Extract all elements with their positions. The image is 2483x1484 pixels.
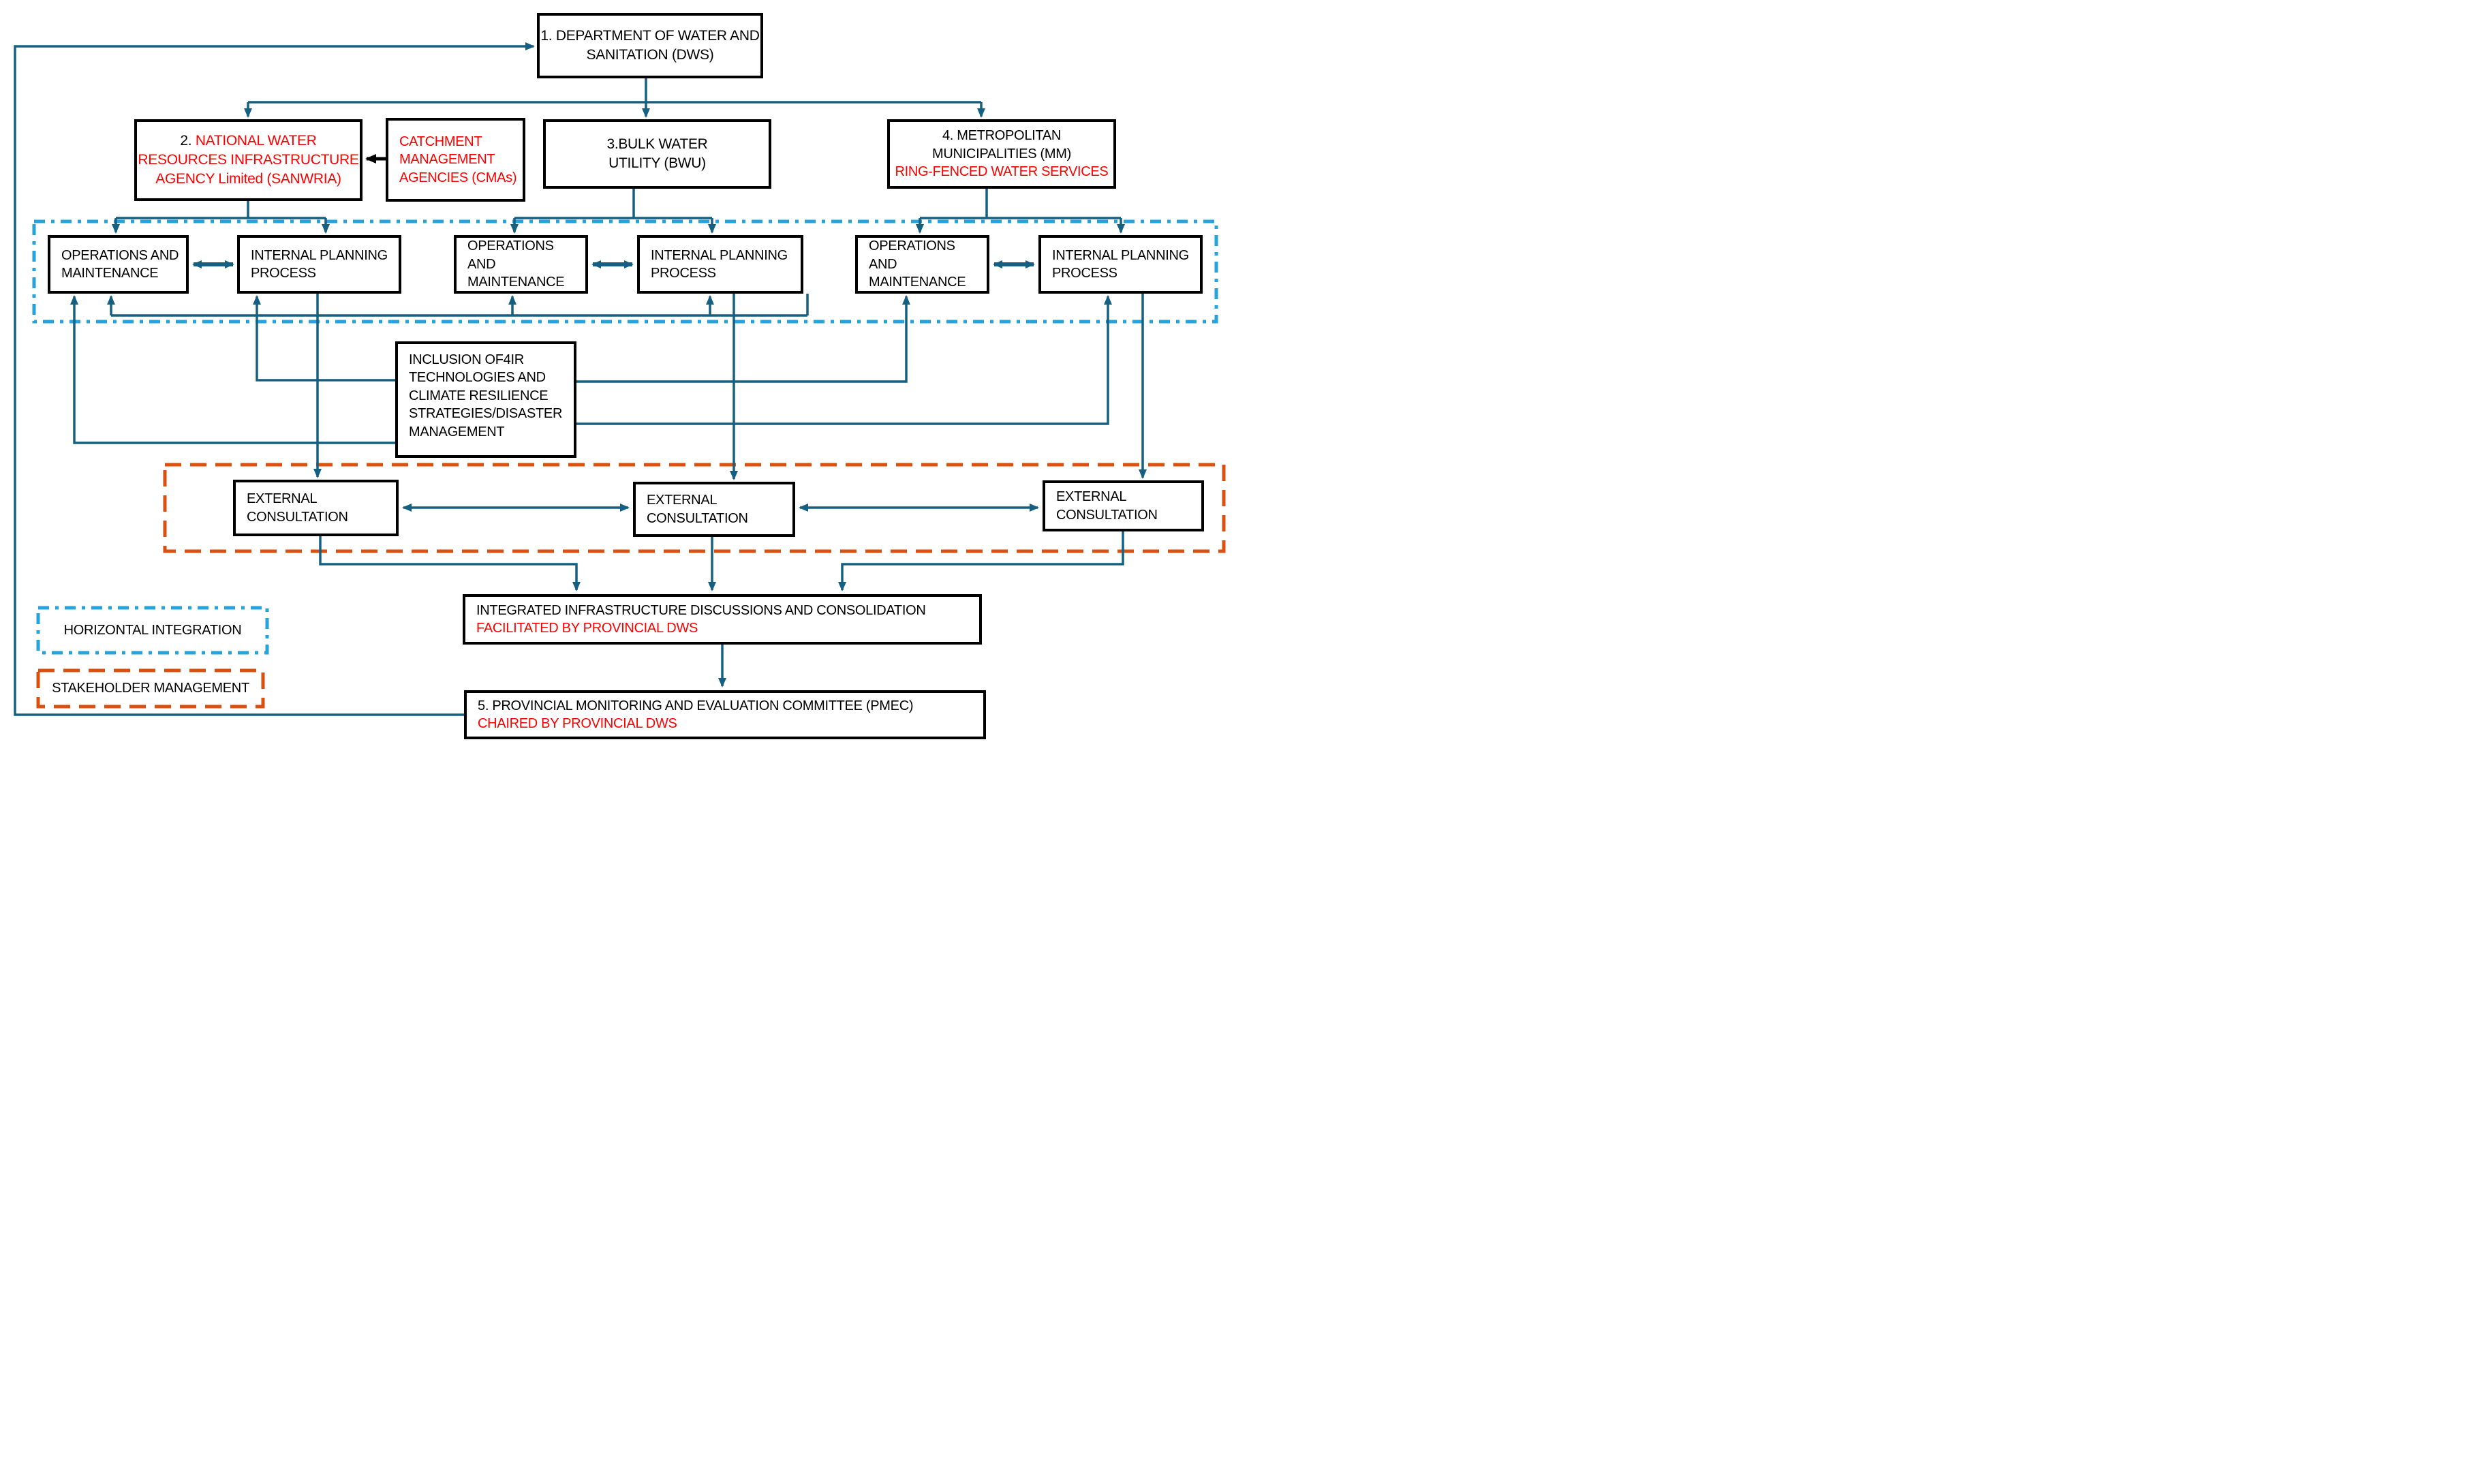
node-sanwria: 2. NATIONAL WATER RESOURCES INFRASTRUCTU… (134, 119, 363, 201)
arrow-ec3-to-integrated (838, 531, 1124, 591)
node-mm-line2: MUNICIPALITIES (MM) (932, 146, 1071, 161)
node-cma-line3: AGENCIES (CMAs) (399, 170, 517, 185)
node-internal-planning-1: INTERNAL PLANNING PROCESS (237, 235, 401, 294)
legend-box-horizontal-integration (36, 606, 269, 655)
legend-box-stakeholder-management (36, 668, 265, 709)
node-pmec-line1: 5. PROVINCIAL MONITORING AND EVALUATION … (478, 698, 914, 713)
arrow-inclusion-to-om1 (70, 295, 395, 444)
node-dws-line1: 1. DEPARTMENT OF WATER AND (540, 28, 760, 44)
node-cma: CATCHMENT MANAGEMENT AGENCIES (CMAs) (386, 118, 525, 202)
node-dws: 1. DEPARTMENT OF WATER AND SANITATION (D… (537, 13, 763, 78)
arrow-pmec-to-dws (14, 42, 535, 716)
flowchart-canvas: 1. DEPARTMENT OF WATER AND SANITATION (D… (0, 0, 1242, 742)
node-integrated-line2: FACILITATED BY PROVINCIAL DWS (476, 621, 698, 636)
node-integrated-discussions: INTEGRATED INFRASTRUCTURE DISCUSSIONS AN… (463, 594, 982, 645)
node-operations-maintenance-1: OPERATIONS AND MAINTENANCE (48, 235, 189, 294)
node-external-consultation-1: EXTERNAL CONSULTATION (233, 480, 399, 536)
node-bwu-line1: 3.BULK WATER (606, 136, 708, 153)
node-dws-line2: SANITATION (DWS) (586, 47, 714, 63)
node-sanwria-line3: AGENCY Limited (SANWRIA) (155, 170, 341, 187)
node-inclusion-4ir: INCLUSION OF4IR TECHNOLOGIES AND CLIMATE… (395, 341, 576, 458)
node-mm: 4. METROPOLITAN MUNICIPALITIES (MM) RING… (887, 119, 1116, 189)
connector-layer (14, 42, 1226, 716)
node-integrated-line1: INTEGRATED INFRASTRUCTURE DISCUSSIONS AN… (476, 602, 926, 618)
node-mm-line1: 4. METROPOLITAN (942, 128, 1062, 144)
node-mm-line3: RING-FENCED WATER SERVICES (895, 164, 1109, 180)
arrow-inclusion-to-om3 (576, 295, 910, 383)
node-pmec-line2: CHAIRED BY PROVINCIAL DWS (478, 716, 677, 731)
node-sanwria-line2: RESOURCES INFRASTRUCTURE (138, 152, 359, 168)
node-operations-maintenance-2: OPERATIONS AND MAINTENANCE (454, 235, 588, 294)
node-pmec: 5. PROVINCIAL MONITORING AND EVALUATION … (464, 690, 986, 739)
legend-horizontal-integration: HORIZONTAL INTEGRATION (63, 622, 242, 638)
line-inner-bus (111, 294, 809, 317)
line-mm-split (920, 189, 1121, 219)
node-cma-line1: CATCHMENT (399, 134, 482, 149)
node-operations-maintenance-3: OPERATIONS AND MAINTENANCE (855, 235, 989, 294)
arrow-inclusion-to-ipp3 (576, 295, 1112, 425)
node-bwu: 3.BULK WATER UTILITY (BWU) (543, 119, 771, 189)
container-horizontal-integration (32, 219, 1218, 324)
container-stakeholder-management (163, 463, 1226, 553)
legend-stakeholder-management: STAKEHOLDER MANAGEMENT (52, 681, 249, 696)
node-sanwria-line1: 2. NATIONAL WATER (180, 133, 317, 149)
line-bwu-split (514, 189, 712, 219)
node-external-consultation-2: EXTERNAL CONSULTATION (633, 482, 795, 537)
arrow-inclusion-to-ipp1 (253, 295, 395, 382)
line-sanwria-split (116, 201, 326, 219)
node-internal-planning-3: INTERNAL PLANNING PROCESS (1038, 235, 1203, 294)
node-internal-planning-2: INTERNAL PLANNING PROCESS (637, 235, 803, 294)
node-cma-line2: MANAGEMENT (399, 152, 495, 168)
node-bwu-line2: UTILITY (BWU) (608, 155, 706, 171)
arrow-ec1-to-integrated (319, 536, 581, 591)
node-external-consultation-3: EXTERNAL CONSULTATION (1043, 480, 1204, 531)
